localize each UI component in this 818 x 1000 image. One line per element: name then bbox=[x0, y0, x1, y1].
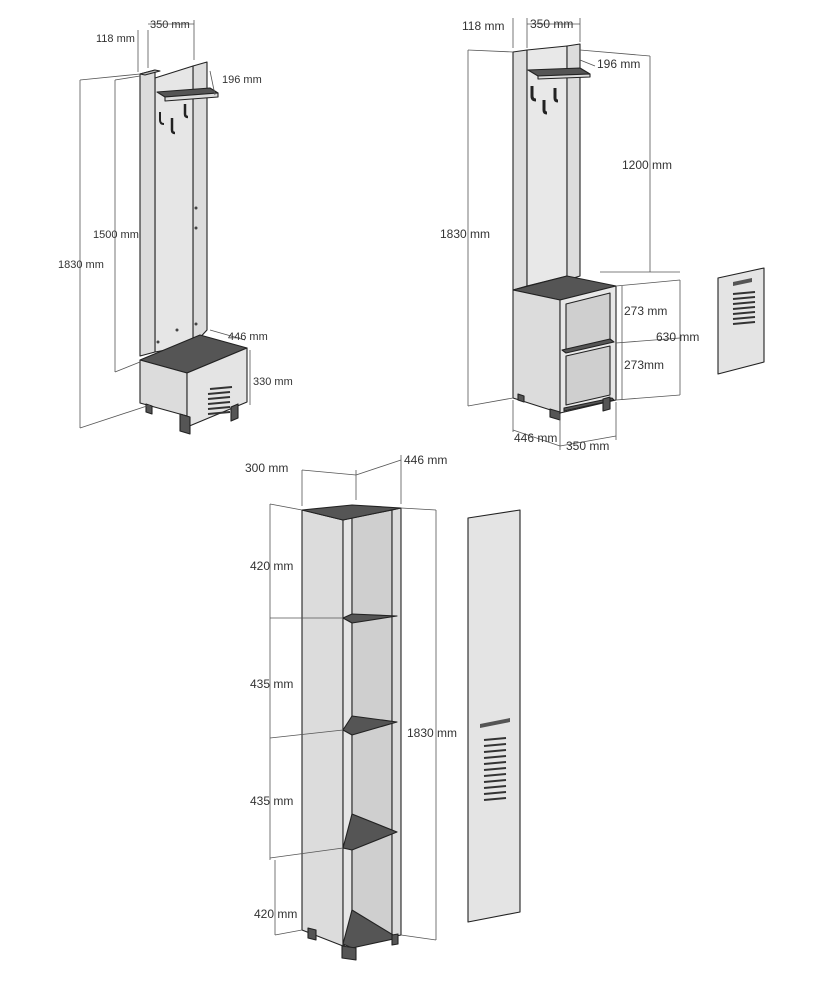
side-panel-right bbox=[192, 61, 208, 346]
shelf-board bbox=[342, 715, 398, 736]
tall-door-panel bbox=[467, 509, 521, 923]
side-panel-right bbox=[566, 43, 581, 281]
fig2-cabinet-width-label: 350 mm bbox=[566, 439, 609, 453]
fig2-total-height-label: 1830 mm bbox=[440, 227, 490, 241]
fig1-top-depth-label: 118 mm bbox=[96, 33, 135, 45]
fig3-total-height-label: 1830 mm bbox=[407, 726, 457, 740]
fig3-section-1-label: 420 mm bbox=[250, 559, 293, 573]
fig2-cabinet-depth-label: 446 mm bbox=[514, 431, 557, 445]
hook-icon bbox=[159, 112, 165, 125]
side-panel-left bbox=[139, 69, 156, 357]
fig1-back-height-label: 1500 mm bbox=[93, 229, 139, 241]
shelf-board bbox=[342, 613, 398, 624]
fig3-depth-label: 300 mm bbox=[245, 461, 288, 475]
shelf-side-panel bbox=[301, 509, 344, 947]
fig2-upper-height-label: 1200 mm bbox=[622, 158, 672, 172]
fig2-top-width-label: 350 mm bbox=[530, 17, 573, 31]
tall-shelf-unit-drawing: 300 mm 446 mm 420 mm 435 mm 435 mm 420 m… bbox=[245, 453, 521, 961]
fig2-shelf-depth-label: 196 mm bbox=[597, 57, 640, 71]
fig2-upper-gap-label: 273 mm bbox=[624, 304, 667, 318]
fig2-top-depth-label: 118 mm bbox=[462, 19, 504, 33]
back-panel bbox=[154, 65, 194, 353]
hook-icon bbox=[542, 100, 548, 115]
fig3-section-4-label: 420 mm bbox=[254, 907, 297, 921]
door-vent-grille bbox=[480, 718, 510, 801]
fig1-total-height-label: 1830 mm bbox=[58, 259, 104, 271]
fig2-lower-gap-label: 273mm bbox=[624, 358, 664, 372]
fig3-section-3-label: 435 mm bbox=[250, 794, 293, 808]
hook-icon bbox=[553, 88, 559, 103]
fig1-seat-height-label: 330 mm bbox=[253, 376, 293, 388]
fig1-seat-depth-label: 446 mm bbox=[228, 331, 268, 343]
side-panel-left bbox=[512, 49, 528, 291]
hook-icon bbox=[170, 118, 176, 135]
back-panel bbox=[526, 45, 568, 287]
hook-icon bbox=[183, 104, 189, 119]
cabinet-shelf bbox=[561, 338, 615, 354]
door-vent-grille bbox=[732, 278, 756, 325]
fig3-section-2-label: 435 mm bbox=[250, 677, 293, 691]
cabinet-door-panel bbox=[717, 267, 765, 375]
hall-tree-cabinet-drawing: 350 mm 118 mm 196 mm 1200 mm 1830 mm 273… bbox=[440, 17, 765, 453]
hall-tree-seat-drawing: 350 mm 118 mm 196 mm 1500 mm 1830 mm 446… bbox=[58, 19, 293, 435]
fig1-top-width-label: 350 mm bbox=[150, 19, 190, 31]
hook-icon bbox=[530, 86, 537, 102]
fig1-shelf-depth-label: 196 mm bbox=[222, 74, 262, 86]
fig2-cabinet-height-label: 630 mm bbox=[656, 330, 699, 344]
shelf-board bbox=[342, 813, 398, 851]
fig3-width-label: 446 mm bbox=[404, 453, 447, 467]
